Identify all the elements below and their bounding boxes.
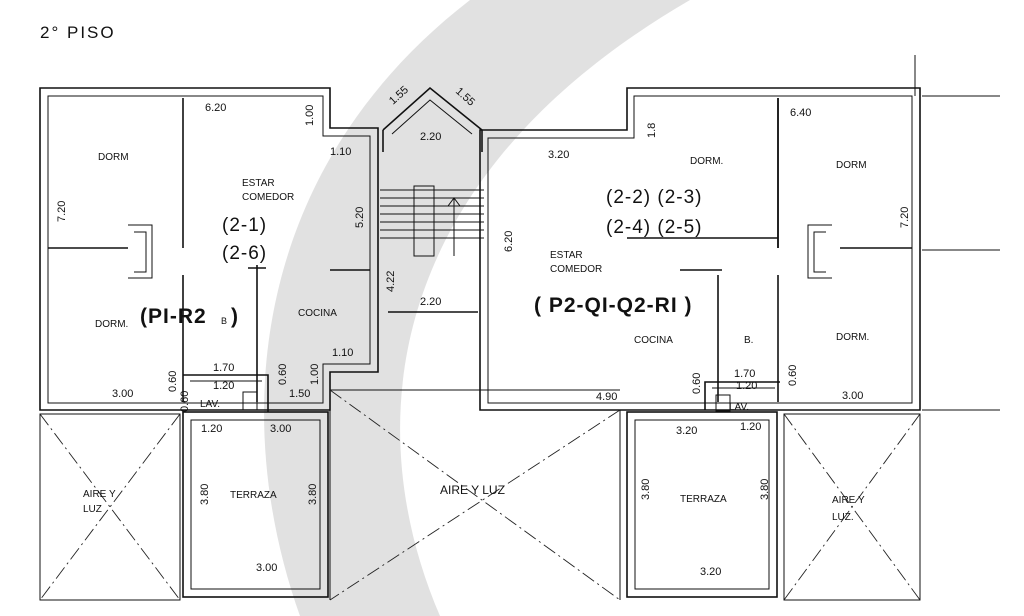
shaft-label-luz: LUZ. [832, 512, 854, 523]
unit-type-code: ( P2-QI-Q2-RI ) [534, 294, 693, 317]
dimension: 1.20 [740, 421, 761, 433]
dimension: 1.20 [736, 380, 757, 392]
page-title: 2° PISO [40, 23, 116, 42]
dimension: 4.90 [596, 391, 617, 403]
dimension: 1.10 [330, 146, 351, 158]
dimension: 3.00 [112, 388, 133, 400]
dimension: 1.10 [332, 347, 353, 359]
dimension: 6.20 [205, 102, 226, 114]
left-unit-labels: DORM ESTAR COMEDOR (2-1) (2-6) DORM. (PI… [56, 102, 366, 574]
room-label-dorm: DORM. [690, 156, 723, 167]
room-label-dorm: DORM. [836, 332, 869, 343]
room-label-comedor: COMEDOR [242, 192, 294, 203]
room-label-cocina: COCINA [634, 335, 673, 346]
unit-numbers: (2-1) [222, 215, 267, 236]
dimension: 3.00 [256, 562, 277, 574]
dimension: 3.20 [700, 566, 721, 578]
room-label-cocina: COCINA [298, 308, 337, 319]
dimension: 0.60 [167, 371, 179, 392]
dimension: 3.80 [307, 484, 319, 505]
dimension: 4.22 [385, 271, 397, 292]
dimension: 3.80 [759, 479, 771, 500]
dimension: 1.00 [304, 105, 316, 126]
room-label-lav: LAV. [729, 402, 749, 413]
room-label-bano: B. [744, 335, 753, 346]
left-unit-walls [39, 87, 379, 598]
dimension: 6.20 [503, 231, 515, 252]
dimension: 3.20 [548, 149, 569, 161]
dimension: 1.00 [309, 364, 321, 385]
dimension: 1.20 [213, 380, 234, 392]
dimension: 0.60 [787, 365, 799, 386]
room-label-dorm: DORM [98, 152, 129, 163]
unit-type-sub: B [221, 316, 227, 326]
dimension: 0.60 [179, 391, 191, 412]
dimension: 5.20 [354, 207, 366, 228]
dimension: 3.00 [270, 423, 291, 435]
dimension: 3.80 [640, 479, 652, 500]
unit-numbers: (2-2) (2-3) [606, 187, 703, 208]
dimension: 7.20 [56, 201, 68, 222]
right-unit-walls [479, 55, 1000, 598]
dimension: 3.00 [842, 390, 863, 402]
dimension: 1.70 [213, 362, 234, 374]
unit-type-code: (PI-R2 [140, 305, 207, 328]
room-label-estar: ESTAR [242, 178, 275, 189]
dimension: 0.60 [691, 373, 703, 394]
room-label-terraza: TERRAZA [680, 494, 727, 505]
unit-numbers: (2-6) [222, 243, 267, 264]
air-light-shafts [39, 389, 921, 601]
room-label-dorm: DORM. [95, 319, 128, 330]
unit-type-close: ) [231, 305, 239, 328]
room-label-lav: LAV. [200, 399, 220, 410]
watermark-arc [264, 0, 690, 616]
shaft-label-aire: AIRE Y [832, 495, 865, 506]
dimension: 0.60 [277, 364, 289, 385]
room-label-dorm: DORM [836, 160, 867, 171]
dimension: 6.40 [790, 107, 811, 119]
shaft-label-center: AIRE Y LUZ [440, 483, 505, 497]
dimension: 2.20 [420, 296, 441, 308]
dimension: 1.50 [289, 388, 310, 400]
dimension: 7.20 [899, 207, 911, 228]
dimension: 3.20 [676, 425, 697, 437]
dimension: 3.80 [199, 484, 211, 505]
dimension: 1.70 [734, 368, 755, 380]
room-label-terraza: TERRAZA [230, 490, 277, 501]
center-stair [329, 86, 621, 600]
shaft-label-luz: LUZ [83, 504, 102, 515]
dimension: 2.20 [420, 131, 441, 143]
room-label-estar: ESTAR [550, 250, 583, 261]
right-unit-labels: 1.8 3.20 6.40 DORM. DORM (2-2) (2-3) (2-… [503, 107, 911, 578]
unit-numbers: (2-4) (2-5) [606, 217, 703, 238]
dimension: 1.20 [201, 423, 222, 435]
shaft-label-aire: AIRE Y [83, 489, 116, 500]
dimension: 1.8 [646, 123, 658, 138]
room-label-comedor: COMEDOR [550, 264, 602, 275]
